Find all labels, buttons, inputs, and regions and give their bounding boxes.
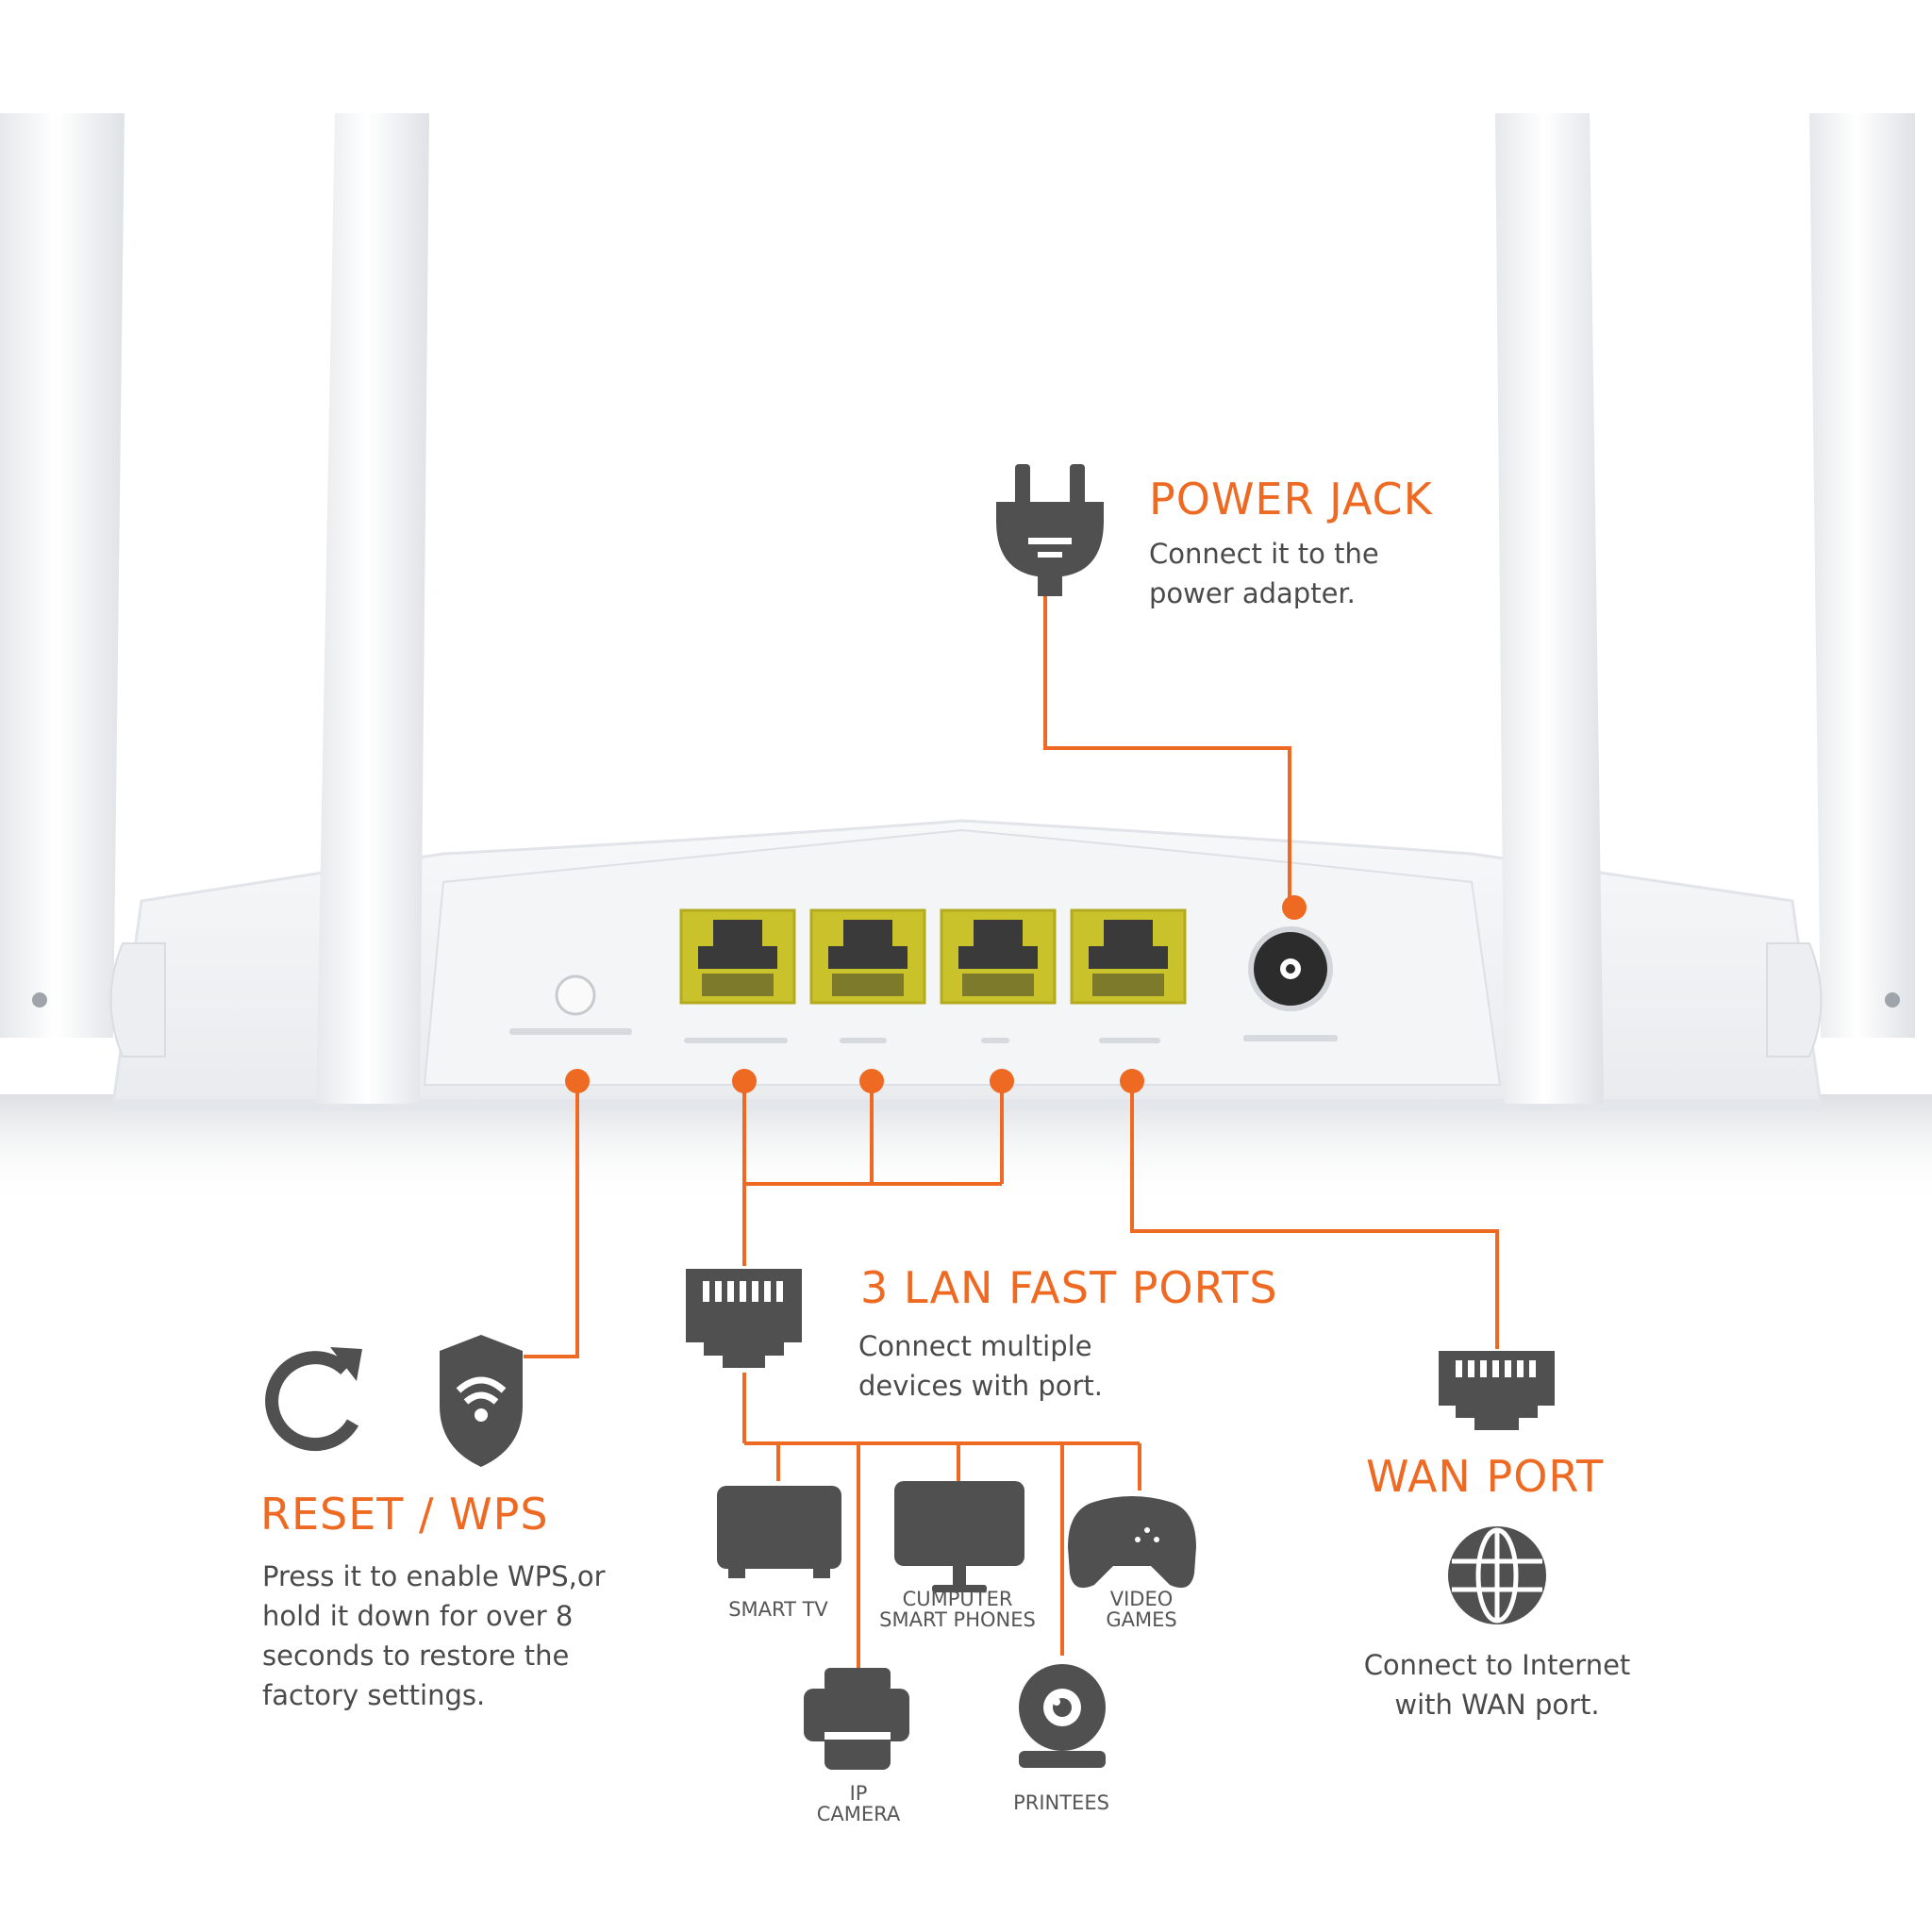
reset-wps-title: RESET / WPS — [260, 1489, 549, 1540]
webcam-icon — [1019, 1664, 1106, 1768]
lan-description: Connect multiple devices with port. — [858, 1326, 1103, 1406]
device-label-line: CAMERA — [816, 1803, 901, 1825]
globe-icon — [1448, 1526, 1546, 1624]
router-base-strip — [113, 1099, 1821, 1110]
wan-ethernet-plug-icon — [1439, 1351, 1555, 1430]
power-jack-description: Connect it to the power adapter. — [1149, 534, 1379, 613]
device-label-line: GAMES — [1106, 1608, 1177, 1631]
left-antenna-mount — [109, 942, 166, 1058]
device-label-line: SMART TV — [728, 1598, 828, 1621]
reset-wps-description-line: seconds to restore the — [262, 1640, 570, 1672]
antenna-left — [316, 113, 429, 1104]
lan-port-3 — [940, 908, 1057, 1005]
reset-wps-description: Press it to enable WPS,or hold it down f… — [262, 1557, 606, 1715]
refresh-icon — [265, 1347, 362, 1452]
lan-description-line: devices with port. — [858, 1370, 1103, 1402]
lan-description-line: Connect multiple — [858, 1330, 1092, 1362]
power-plug-icon — [996, 464, 1104, 596]
device-label-line: VIDEO — [1109, 1588, 1174, 1610]
wifi-shield-icon — [440, 1335, 523, 1467]
device-label-computer: CUMPUTER SMART PHONES — [858, 1589, 1057, 1630]
device-label-line: IP — [849, 1782, 868, 1805]
right-hinge — [1885, 992, 1900, 1008]
printer-icon — [804, 1668, 909, 1770]
device-label-line: SMART PHONES — [879, 1608, 1036, 1631]
wan-description-line: with WAN port. — [1394, 1689, 1600, 1721]
reset-port-label — [509, 1028, 632, 1035]
power-jack-description-line: Connect it to the — [1149, 538, 1379, 570]
antenna-far-left — [0, 113, 125, 1038]
gamepad-icon — [1068, 1496, 1196, 1589]
antenna-right — [1495, 113, 1604, 1104]
callout-dots — [565, 895, 1307, 1093]
reset-wps-description-line: hold it down for over 8 — [262, 1600, 574, 1632]
device-label-line: PRINTEES — [1013, 1791, 1109, 1814]
device-label-line: CUMPUTER — [902, 1588, 1013, 1610]
port-labels — [684, 1035, 1338, 1043]
antenna-far-right — [1809, 113, 1915, 1038]
reset-wps-description-line: Press it to enable WPS,or — [262, 1560, 606, 1592]
left-hinge — [32, 992, 47, 1008]
ethernet-plug-icon — [686, 1269, 802, 1368]
callout-lines — [524, 590, 1499, 1674]
wan-title: WAN PORT — [1366, 1451, 1605, 1502]
tv-icon — [717, 1486, 841, 1578]
router-shadow — [0, 1094, 1932, 1208]
reset-wps-description-line: factory settings. — [262, 1679, 486, 1711]
power-jack-title: POWER JACK — [1149, 474, 1433, 525]
wan-description: Connect to Internet with WAN port. — [1321, 1645, 1674, 1724]
reset-button — [555, 974, 596, 1016]
device-label-ip-camera: IP CAMERA — [792, 1783, 924, 1824]
lan-title: 3 LAN FAST PORTS — [860, 1262, 1278, 1313]
wan-description-line: Connect to Internet — [1363, 1649, 1631, 1681]
device-label-video-games: VIDEO GAMES — [1075, 1589, 1208, 1630]
wan-port — [1070, 908, 1187, 1005]
right-antenna-mount — [1766, 942, 1823, 1058]
device-label-smart-tv: SMART TV — [698, 1599, 858, 1620]
monitor-icon — [894, 1481, 1024, 1592]
power-jack-description-line: power adapter. — [1149, 577, 1356, 609]
device-label-printees: PRINTEES — [991, 1792, 1132, 1813]
lan-port-2 — [809, 908, 926, 1005]
lan-port-1 — [679, 908, 796, 1005]
